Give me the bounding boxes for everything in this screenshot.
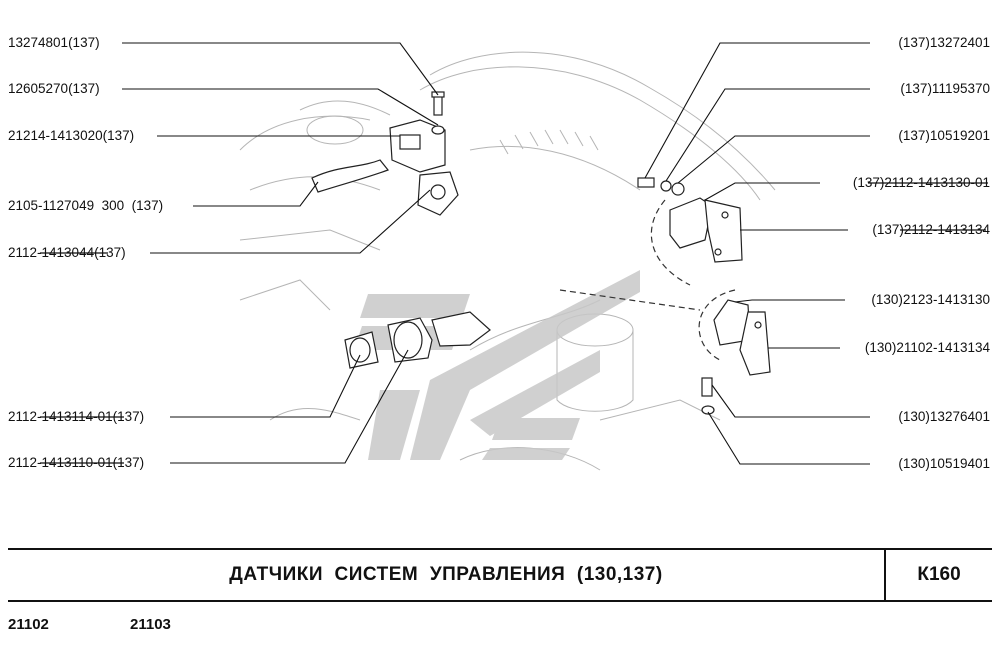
- section-title: ДАТЧИКИ СИСТЕМ УПРАВЛЕНИЯ (130,137): [229, 564, 663, 585]
- assembly-dashed-links: [559, 199, 736, 361]
- callout-2112-1413044[interactable]: 2112-1413044(137): [8, 245, 126, 260]
- callout-13272401[interactable]: (137)13272401: [898, 35, 990, 50]
- bolt-13274801: [431, 91, 445, 135]
- title-block: ДАТЧИКИ СИСТЕМ УПРАВЛЕНИЯ (130,137) К160: [8, 548, 992, 602]
- callout-2123-1413130[interactable]: (130)2123-1413130: [871, 292, 990, 307]
- adsorber-sensor-assembly: [311, 119, 459, 216]
- sensor-bracket-130: [713, 299, 771, 376]
- fastener-stack-130: [701, 377, 715, 415]
- model-21102: 21102: [8, 616, 49, 633]
- watermark-logo: [354, 270, 640, 460]
- callout-2112-1413134[interactable]: (137)2112-1413134: [872, 222, 990, 237]
- callout-10519401[interactable]: (130)10519401: [898, 456, 990, 471]
- callout-13276401[interactable]: (130)13276401: [898, 409, 990, 424]
- parts-diagram: [40, 42, 988, 471]
- callout-2112-1413110-01[interactable]: 2112-1413110-01(137): [8, 455, 145, 470]
- leader-lines-left: [122, 42, 439, 464]
- fastener-stack-137: [637, 177, 685, 196]
- leader-lines-right: [644, 42, 870, 465]
- title-divider: [884, 550, 886, 600]
- callout-12605270[interactable]: 12605270(137): [8, 81, 100, 96]
- knock-sensor-assembly: [344, 311, 491, 369]
- callout-11195370[interactable]: (137)11195370: [900, 81, 990, 96]
- sensor-bracket-137: [669, 197, 743, 263]
- model-21103: 21103: [130, 616, 171, 633]
- callout-21102-1413134[interactable]: (130)21102-1413134: [864, 340, 990, 355]
- strike-marks: [40, 182, 988, 464]
- callout-21214-1413020[interactable]: 21214-1413020(137): [8, 128, 135, 143]
- callout-10519201[interactable]: (137)10519201: [898, 128, 990, 143]
- section-code: К160: [917, 564, 961, 585]
- callout-2105-1127049[interactable]: 2105-1127049 300 (137): [8, 198, 164, 213]
- callout-2112-1413130-01[interactable]: (137)2112-1413130-01: [852, 175, 990, 190]
- callout-2112-1413114-01[interactable]: 2112-1413114-01(137): [8, 409, 145, 424]
- engine-bay-sketch: [239, 51, 776, 471]
- callout-13274801[interactable]: 13274801(137): [8, 35, 100, 50]
